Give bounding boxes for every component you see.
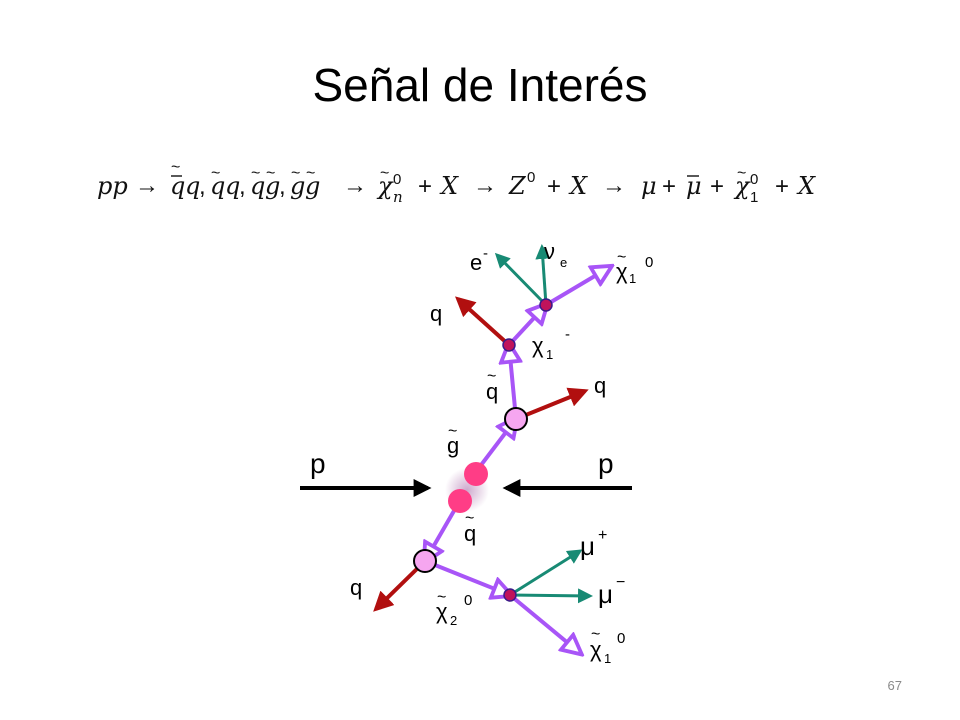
neutralino2-decay-vertex (503, 588, 517, 602)
eq-g1: g (265, 172, 280, 200)
eq-arrow-3: → (473, 172, 497, 199)
neutralino1-upper-tilde: ~ (617, 249, 626, 266)
muon-minus-label: μ (598, 579, 613, 609)
proton-label-left: p (310, 448, 326, 479)
eq-z-sup: 0 (527, 169, 535, 186)
squark-line-upper (509, 345, 516, 420)
neutralino1-upper-label: χ (616, 259, 628, 284)
neutralino1-upper-line (544, 267, 610, 307)
eq-tilde-4: ~ (266, 165, 275, 182)
eq-q4: q (225, 172, 240, 200)
gluino-decay-vertex (504, 407, 528, 431)
neutralino1-lower-sup: 0 (617, 630, 625, 647)
eq-chi-n-sub: n (393, 188, 403, 206)
squark-label-lower: q (464, 521, 476, 546)
eq-tilde-3: ~ (251, 165, 260, 182)
muon-minus-sup: − (616, 574, 625, 591)
quark-label-lower: q (350, 575, 362, 600)
eq-mu-1: μ (641, 172, 657, 200)
eq-q2: q (185, 172, 200, 200)
eq-plus-5: + (775, 173, 789, 200)
eq-pp: pp (97, 172, 128, 200)
eq-chi-1-sub: 1 (750, 189, 758, 206)
eq-g3: g (305, 172, 320, 200)
reaction-equation: pp → q ~ q , q ~ q , q ~ g ~ , g ~ g ~ →… (97, 159, 816, 206)
neutralino2-sup: 0 (464, 592, 472, 609)
decay-diagram: p p e - ν e χ ~ 1 0 q χ 1 - q ~ q g ~ q … (300, 239, 653, 666)
neutralino1-lower-line (508, 593, 580, 653)
eq-chi-n-sup: 0 (393, 171, 401, 188)
eq-plus-4: + (710, 173, 724, 200)
quark-label-upper-right: q (594, 373, 606, 398)
eq-plus-2: + (547, 173, 561, 200)
neutrino-label: ν (544, 239, 555, 264)
squark-decay-vertex (413, 549, 437, 573)
eq-plus-1: + (418, 173, 432, 200)
muon-minus-line (509, 588, 593, 604)
squark-label-upper: q (486, 379, 498, 404)
muon-plus-line (509, 549, 583, 597)
muon-plus-label: μ (580, 531, 595, 561)
eq-tilde-5: ~ (291, 165, 300, 182)
muon-plus-sup: + (598, 527, 607, 544)
eq-chi-n: χ (376, 172, 394, 200)
neutralino1-upper-sub: 1 (629, 271, 636, 286)
eq-chi-1: χ (733, 172, 751, 200)
eq-comma-2: , (239, 173, 246, 200)
eq-g2: g (290, 172, 305, 200)
chargino-label: χ (532, 333, 544, 358)
neutralino1-lower-label: χ (590, 637, 602, 662)
eq-arrow-1: → (135, 172, 159, 199)
eq-tilde-6: ~ (306, 165, 315, 182)
squark-tilde-upper: ~ (487, 368, 496, 385)
neutrino-line (535, 244, 551, 306)
neutralino2-label: χ (436, 599, 448, 624)
electron-sup: - (483, 245, 488, 262)
page-number: 67 (887, 678, 902, 693)
eq-comma-3: , (279, 173, 286, 200)
neutralino1-upper-sup: 0 (645, 254, 653, 271)
eq-comma-1: , (199, 173, 206, 200)
eq-z: Z (508, 172, 527, 200)
chargino-line (507, 305, 546, 347)
squark-tilde-lower: ~ (465, 510, 474, 527)
eq-q1: q (170, 172, 185, 200)
eq-tilde-8: ~ (737, 165, 746, 182)
quark-line-upper-left (455, 296, 511, 347)
neutralino2-line (424, 559, 510, 595)
eq-x-3: X (796, 172, 816, 200)
eq-plus-3: + (662, 173, 676, 200)
neutrino-sub: e (560, 255, 567, 270)
electron-line (494, 252, 548, 307)
gluino-label: g (447, 433, 459, 458)
chargino-decay-vertex (539, 298, 553, 312)
eq-tilde-2: ~ (211, 165, 220, 182)
eq-chi-1-sup: 0 (750, 171, 758, 188)
proton-label-right: p (598, 448, 614, 479)
electron-label: e (470, 250, 482, 275)
eq-mu-2: μ (686, 172, 702, 200)
eq-arrow-2: → (343, 172, 367, 199)
eq-tilde-1: ~ (171, 159, 180, 176)
quark-label-upper-left: q (430, 301, 442, 326)
slide-title: Señal de Interés (312, 59, 648, 111)
neutralino2-sub: 2 (450, 613, 457, 628)
neutralino2-tilde: ~ (437, 589, 446, 606)
eq-x-1: X (439, 172, 459, 200)
eq-q3: q (210, 172, 225, 200)
chargino-sup: - (565, 326, 570, 343)
eq-arrow-4: → (602, 172, 626, 199)
eq-q5: q (250, 172, 265, 200)
collision-vertex-lower (448, 489, 472, 513)
neutralino1-lower-tilde: ~ (591, 626, 600, 643)
eq-x-2: X (568, 172, 588, 200)
squark-upper-decay-vertex (502, 338, 516, 352)
quark-line-upper-right (515, 387, 589, 421)
eq-tilde-7: ~ (380, 165, 389, 182)
collision-vertex-upper (464, 462, 488, 486)
neutralino1-lower-sub: 1 (604, 651, 611, 666)
chargino-sub: 1 (546, 347, 553, 362)
gluino-tilde: ~ (448, 423, 457, 440)
